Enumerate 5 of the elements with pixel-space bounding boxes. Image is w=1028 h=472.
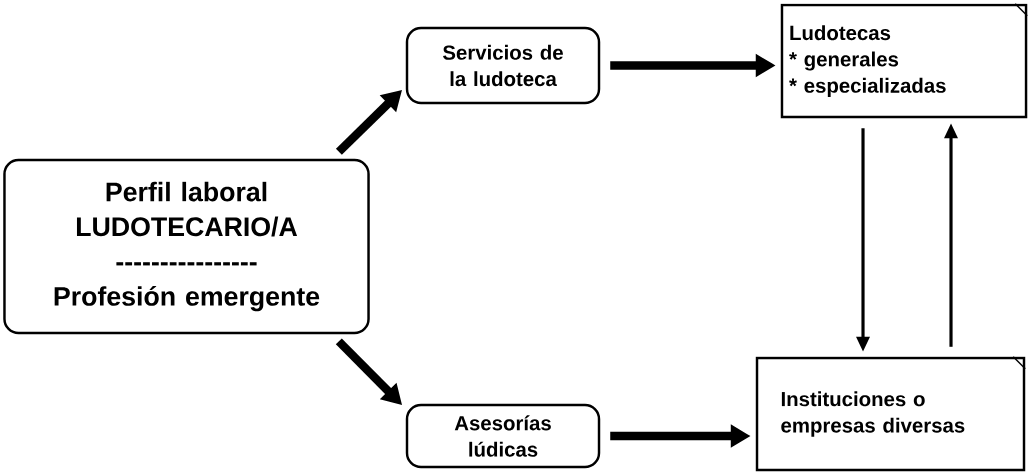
rounded-box: Servicios de la ludoteca xyxy=(405,26,601,105)
rounded-box: Perfil laboral LUDOTECARIO/A ---------------- Profesión emergente xyxy=(3,158,370,335)
rounded-box: Asesorías lúdicas xyxy=(405,403,601,469)
note-box: Instituciones o empresas diversas xyxy=(755,356,1026,472)
note-box: Ludotecas * generales * especializadas xyxy=(780,3,1028,119)
